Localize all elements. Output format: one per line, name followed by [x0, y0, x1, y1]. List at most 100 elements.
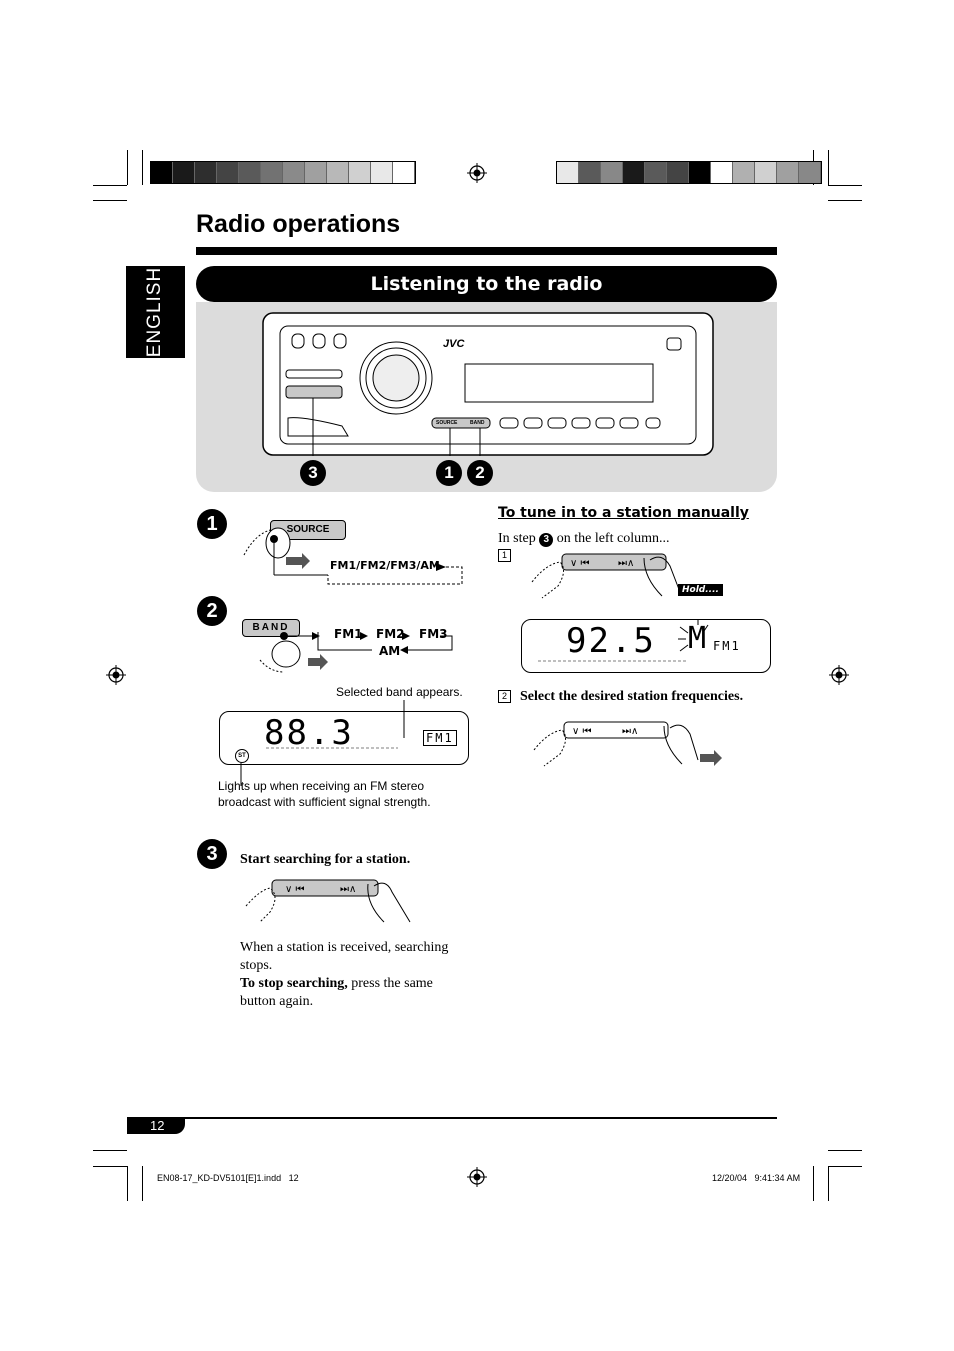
hold-button-diagram: ∨ ⏮ ⏭∧ [531, 553, 681, 599]
color-swatch [195, 162, 217, 183]
car-stereo-faceplate [262, 312, 714, 456]
color-swatch [579, 162, 601, 183]
color-swatch [557, 162, 579, 183]
blink-indicator-icon [678, 619, 709, 652]
svg-text:⏭∧: ⏭∧ [622, 726, 638, 737]
color-swatch [755, 162, 777, 183]
crop-mark [93, 1166, 127, 1167]
band-fm3: FM3 [419, 627, 448, 641]
color-swatch [733, 162, 755, 183]
unit-source-button[interactable]: SOURCE [436, 420, 458, 426]
color-swatch [349, 162, 371, 183]
registration-mark-icon [106, 665, 126, 685]
title-rule [196, 247, 777, 255]
step-3-instruction: Start searching for a station. [240, 852, 411, 867]
callout-step-3: 3 [300, 460, 326, 486]
crop-mark [127, 150, 128, 185]
svg-text:⏭∧: ⏭∧ [340, 884, 356, 895]
crop-mark [828, 185, 862, 186]
step-1-diagram [243, 527, 463, 585]
lcd-band: FM1 [423, 730, 457, 746]
svg-text:∨ ⏮: ∨ ⏮ [570, 558, 590, 569]
lcd-display-manual [521, 619, 771, 673]
seek-button-diagram: ∨ ⏮ ⏭∧ [245, 879, 411, 923]
hold-label: Hold.... [678, 584, 723, 596]
step-1-number: 1 [197, 509, 227, 539]
color-swatch [601, 162, 623, 183]
registration-mark-icon [467, 1167, 487, 1187]
color-swatch [217, 162, 239, 183]
unit-band-button[interactable]: BAND [470, 420, 485, 426]
callout-step-2: 2 [467, 460, 493, 486]
crop-mark [828, 1166, 862, 1167]
color-swatch [689, 162, 711, 183]
item-1-marker: 1 [498, 549, 511, 562]
color-swatch [283, 162, 305, 183]
crop-mark [828, 150, 829, 185]
lcd-manual-band: FM1 [713, 639, 741, 653]
seek-up-diagram: ∨ ⏮ ⏭∧ [533, 721, 722, 767]
color-swatch [667, 162, 689, 183]
color-swatch [711, 162, 733, 183]
stereo-indicator-icon: ST [235, 749, 249, 763]
stereo-note: Lights up when receiving an FM stereo br… [218, 779, 431, 809]
lcd-frequency: 88.3 [264, 713, 354, 753]
lcd-manual-mode: M [688, 621, 709, 656]
crop-mark [93, 185, 127, 186]
language-tab-label: ENGLISH [144, 266, 166, 358]
color-swatch [393, 162, 415, 183]
color-swatch [371, 162, 393, 183]
unit-brand-logo: JVC [443, 338, 465, 350]
page-number-tab [127, 1118, 185, 1134]
color-swatch [327, 162, 349, 183]
footer-timestamp: 12/20/04 9:41:34 AM [712, 1173, 801, 1183]
manual-intro: In step 3 on the left column... [498, 531, 670, 547]
svg-text:⏭∧: ⏭∧ [618, 558, 634, 569]
callout-step-1: 1 [436, 460, 462, 486]
svg-text:∨ ⏮: ∨ ⏮ [572, 726, 592, 737]
crop-mark [813, 1166, 814, 1201]
footer-file-info: EN08-17_KD-DV5101[E]1.indd 12 [157, 1173, 299, 1183]
crop-mark [828, 1150, 862, 1151]
crop-mark [142, 150, 143, 185]
step-3-stop: To stop searching, press the same button… [240, 976, 433, 1009]
registration-mark-icon [829, 665, 849, 685]
color-swatch [799, 162, 821, 183]
page-title: Radio operations [196, 210, 401, 238]
crop-mark [93, 1150, 127, 1151]
crop-mark [127, 1166, 128, 1201]
step-2-number: 2 [197, 596, 227, 626]
color-swatch [261, 162, 283, 183]
band-fm1: FM1 [334, 627, 363, 641]
item-2-marker: 2 [498, 690, 511, 703]
color-swatch [239, 162, 261, 183]
crop-mark [828, 200, 862, 201]
color-swatch [173, 162, 195, 183]
step-2-diagram [259, 632, 453, 673]
color-calibration-strip-left [150, 161, 416, 184]
crop-mark [828, 1166, 829, 1201]
band-cycle-label: FM1/FM2/FM3/AM [330, 559, 440, 572]
crop-mark [142, 1166, 143, 1201]
manual-tuning-heading: To tune in to a station manually [498, 505, 749, 521]
item-2-text: Select the desired station frequencies. [520, 689, 744, 704]
band-am: AM [379, 644, 401, 658]
step-3-result: When a station is received, searching st… [240, 940, 449, 973]
lcd-manual-frequency: 92.5 [566, 621, 656, 661]
language-tab [126, 266, 185, 358]
color-swatch [645, 162, 667, 183]
band-fm2: FM2 [376, 627, 405, 641]
lcd-display-step2 [219, 711, 469, 765]
inline-step-3-icon: 3 [539, 533, 554, 547]
source-button[interactable]: SOURCE [270, 520, 346, 540]
svg-text:∨ ⏮: ∨ ⏮ [285, 884, 305, 895]
lcd-manual-guide-lines [538, 660, 688, 662]
color-swatch [305, 162, 327, 183]
color-swatch [777, 162, 799, 183]
section-title: Listening to the radio [196, 266, 777, 302]
registration-mark-icon [467, 163, 487, 183]
color-swatch [151, 162, 173, 183]
color-swatch [623, 162, 645, 183]
crop-mark [93, 200, 127, 201]
page-number: 12 [150, 1118, 165, 1133]
